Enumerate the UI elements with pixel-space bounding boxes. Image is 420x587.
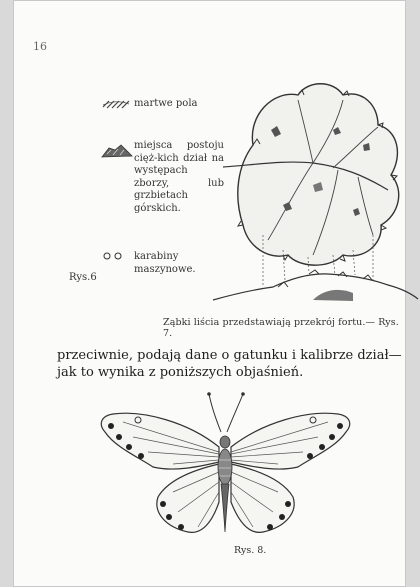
rock-mark-icon: [101, 144, 133, 158]
figure-7-caption: Ząbki liścia przedstawiają przekrój fort…: [163, 317, 406, 339]
butterfly-illustration: [93, 392, 358, 542]
figure-8-caption: Rys. 8.: [234, 545, 266, 556]
legend-heavy-gun-positions: miejsca postoju cięż-kich dział na wystę…: [134, 140, 224, 215]
body-paragraph: przeciwnie, podają dane o gatunku i kali…: [57, 347, 417, 381]
body-line-1: przeciwnie, podają dane o gatunku i kali…: [57, 347, 417, 364]
page-number: 16: [33, 40, 47, 53]
leaf-fort-illustration: [213, 75, 420, 315]
hatched-mark-icon: [101, 99, 131, 109]
figure-6-caption: Rys.6: [69, 272, 97, 283]
legend-dead-fields: martwe pola: [134, 98, 197, 111]
double-circle-icon: [101, 252, 127, 260]
book-page: 16 martwe pola miejsca postoju cięż-kich…: [13, 0, 406, 587]
legend-machine-guns: karabiny maszynowe.: [134, 251, 194, 276]
body-line-2: jak to wynika z poniższych objaśnień.: [57, 364, 417, 381]
